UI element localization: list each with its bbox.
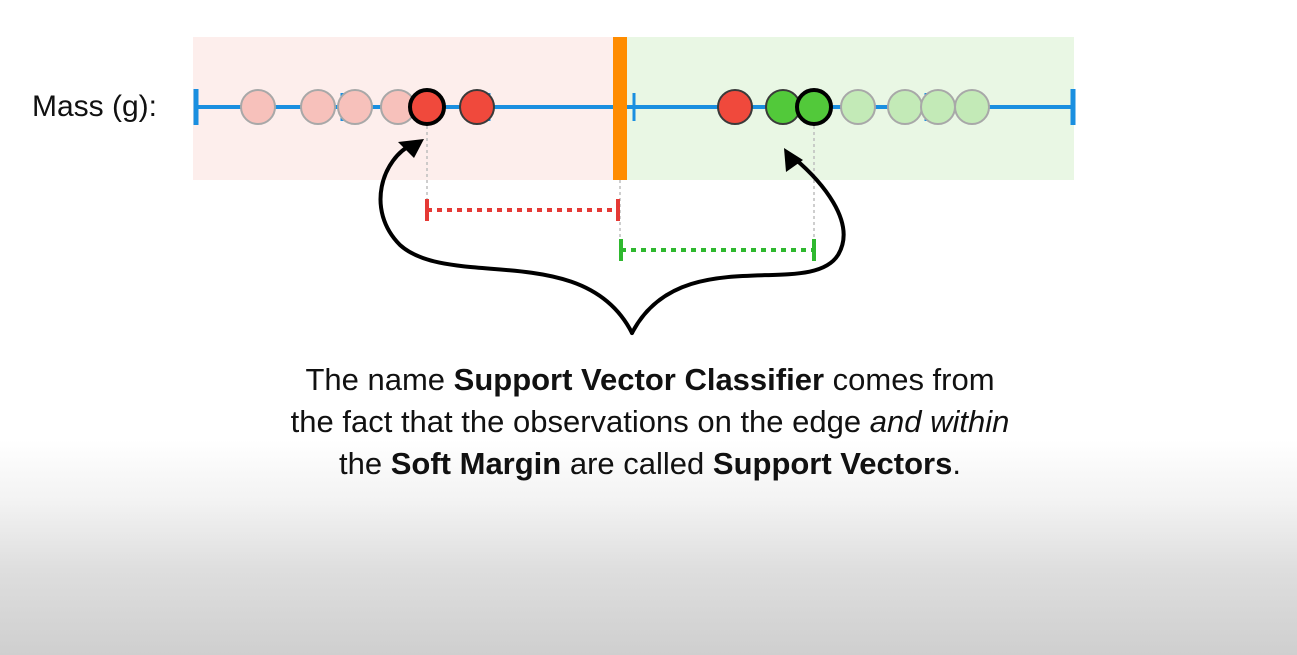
caption-line-3: the Soft Margin are called Support Vecto… [130,443,1170,485]
curved-arrow-left [378,142,634,335]
support-vector-arrows [378,139,846,335]
red-faded-observation-point [337,89,373,125]
observations [240,88,990,126]
red-support-vector-point [408,88,446,126]
caption-term-soft-margin: Soft Margin [390,446,562,481]
red-observation-point [459,89,495,125]
green-faded-observation-point [887,89,923,125]
caption-text: the [339,446,391,481]
axis-label: Mass (g): [32,90,157,123]
green-faded-observation-point [840,89,876,125]
green-observation-point [765,89,801,125]
curved-arrow-right [630,156,846,335]
green-support-vector-point [795,88,833,126]
caption-text: comes from [824,362,995,397]
green-faded-observation-point [954,89,990,125]
green-faded-observation-point [920,89,956,125]
caption-text: are called [561,446,713,481]
red-margin-bracket [425,199,620,221]
red-observation-point [717,89,753,125]
red-faded-observation-point [240,89,276,125]
threshold-bar [613,37,627,180]
caption-term-support-vectors: Support Vectors [712,446,953,481]
caption-text: The name [305,362,454,397]
caption: The name Support Vector Classifier comes… [130,359,1170,485]
red-faded-observation-point [300,89,336,125]
caption-text: . [952,446,961,481]
caption-text: the fact that the observations on the ed… [290,404,870,439]
caption-line-2: the fact that the observations on the ed… [130,401,1170,443]
arrowhead-right [784,148,803,172]
caption-line-1: The name Support Vector Classifier comes… [130,359,1170,401]
green-margin-bracket [619,239,816,261]
caption-term-svc: Support Vector Classifier [453,362,825,397]
caption-emphasis: and within [869,404,1010,439]
arrowhead-left [398,139,424,158]
